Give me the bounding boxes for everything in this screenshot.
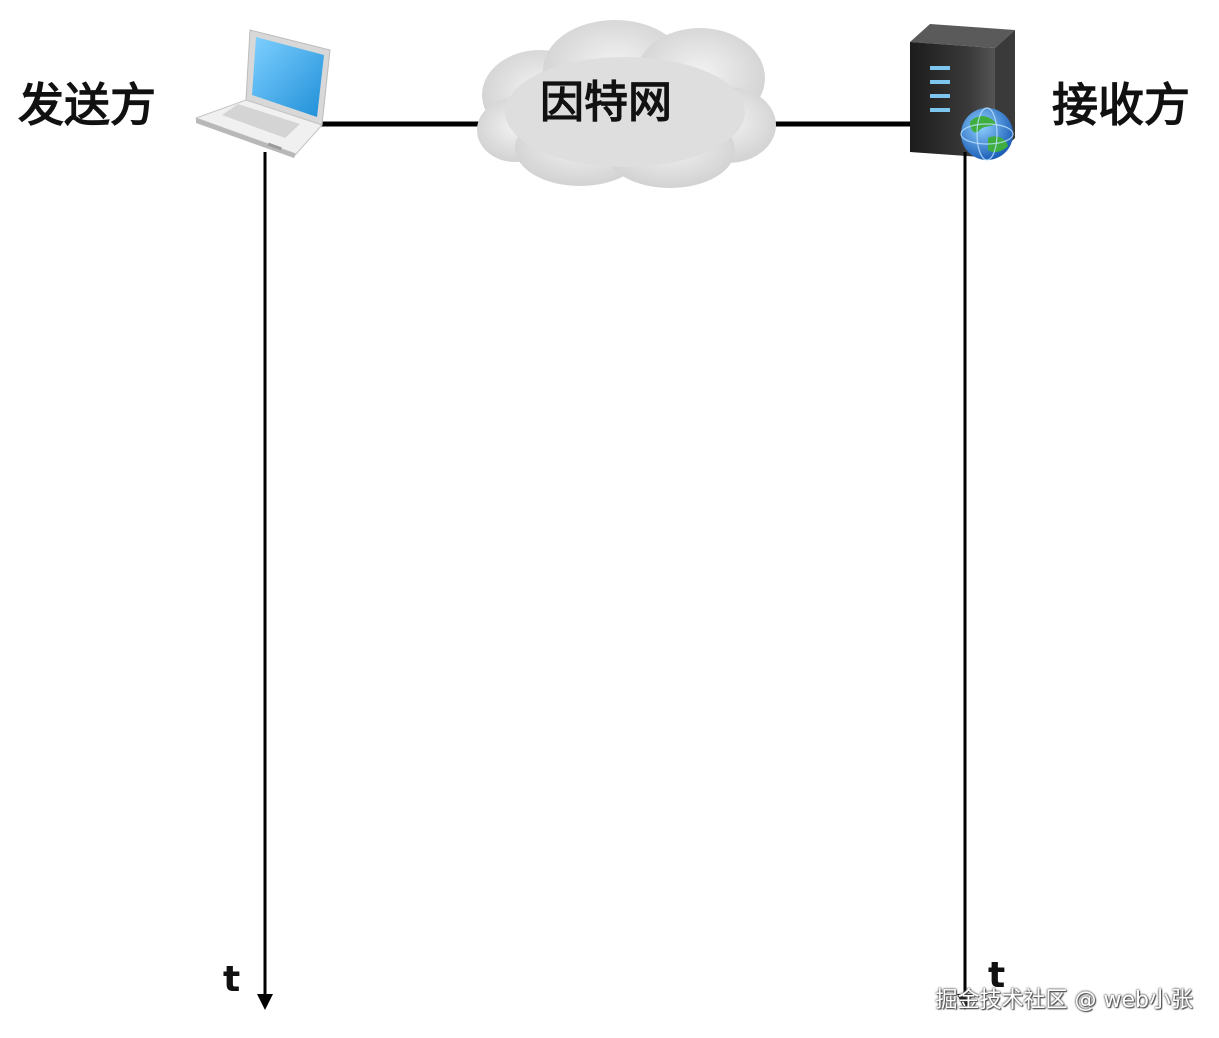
watermark: 掘金技术社区 @ web小张 <box>935 988 1193 1013</box>
receiver-timeline-arrowhead <box>957 994 973 1010</box>
laptop-icon <box>194 29 331 158</box>
receiver-timeline <box>957 152 973 1010</box>
receiver-time-axis-label: t <box>988 955 1006 996</box>
server-icon <box>910 24 1015 161</box>
sender-label: 发送方 <box>18 78 156 132</box>
cloud-icon <box>477 20 776 188</box>
receiver-label: 接收方 <box>1052 78 1190 132</box>
globe-icon <box>960 107 1014 161</box>
server-drive-lights <box>930 66 950 112</box>
sender-timeline <box>257 152 273 1010</box>
sender-timeline-arrowhead <box>257 994 273 1010</box>
sender-time-axis-label: t <box>223 959 241 1000</box>
network-label: 因特网 <box>540 77 672 128</box>
